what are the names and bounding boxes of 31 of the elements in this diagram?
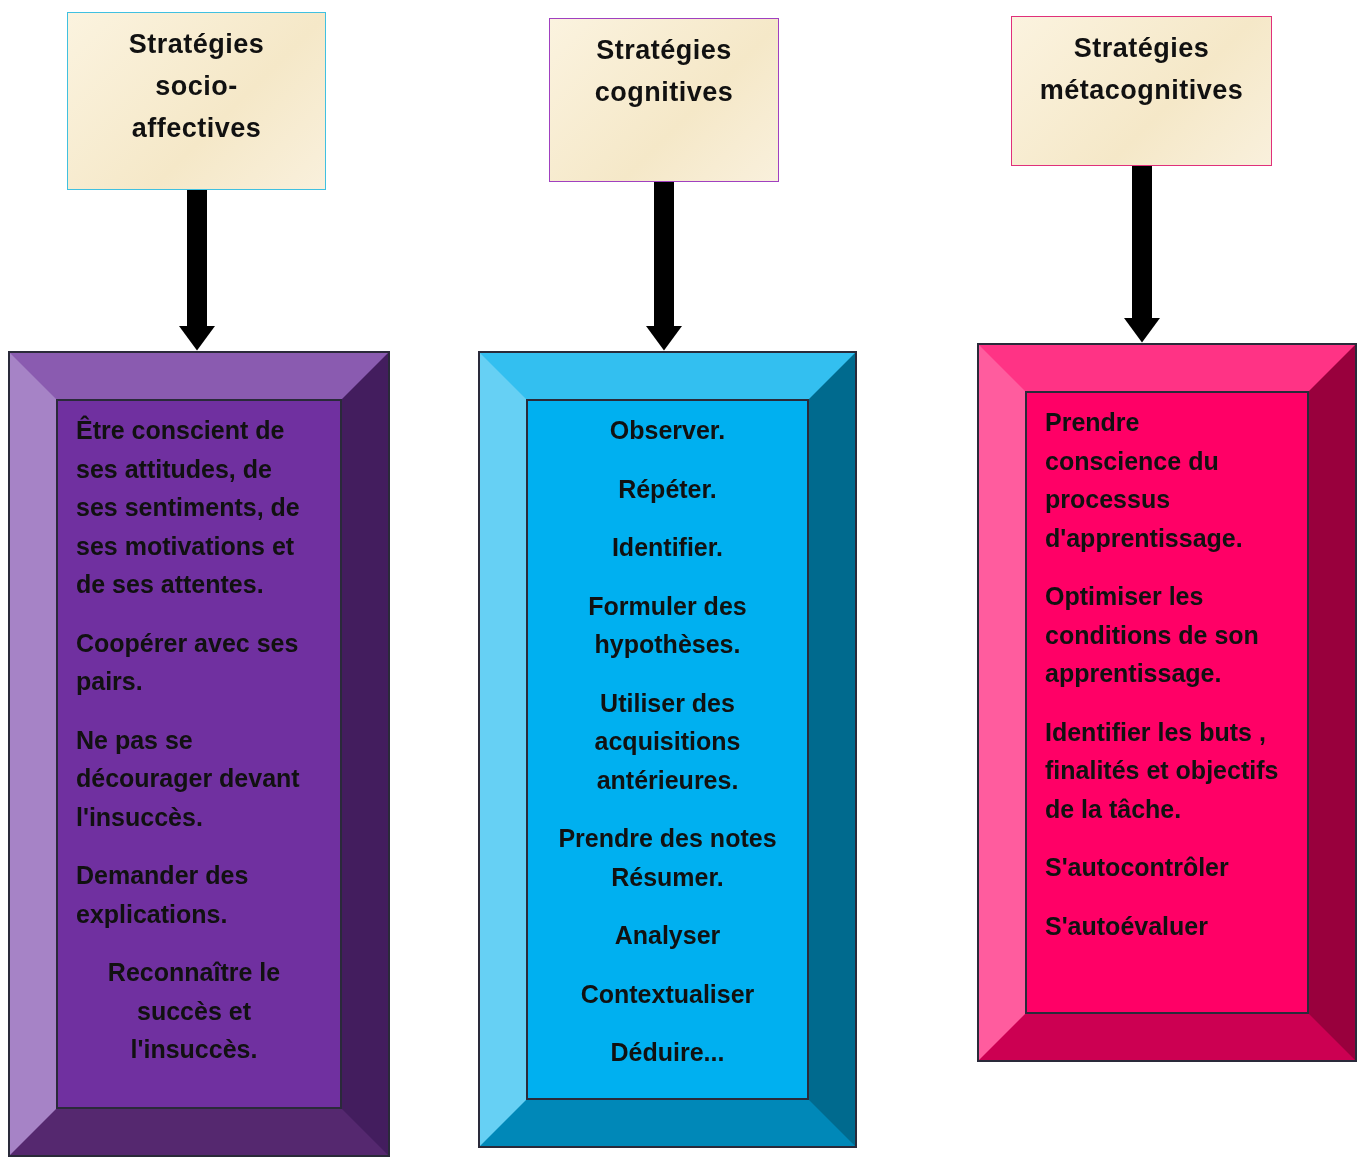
strategy-item: Identifier. xyxy=(610,532,725,563)
strategy-item: Répéter. xyxy=(617,473,718,505)
strategy-item: Prendre des notes Résumer. xyxy=(557,823,778,893)
strategy-item: Reconnaître le succès et l'insuccès. xyxy=(106,957,282,1065)
strategy-item: Utiliser des acquisitions antérieures. xyxy=(593,687,742,796)
title-card xyxy=(1011,16,1272,166)
block-arrow xyxy=(1124,166,1160,343)
strategy-item: Prendre conscience du processus d'apprentissage. xyxy=(1045,407,1244,554)
strategy-item: Déduire... xyxy=(609,1037,726,1068)
title-card xyxy=(67,12,326,190)
strategy-item: Coopérer avec ses pairs. xyxy=(76,627,300,697)
strategy-item: Ne pas se décourager devant l'insuccès. xyxy=(76,724,301,833)
strategy-item: Formuler des hypothèses. xyxy=(587,590,748,660)
bevel-panel xyxy=(480,353,855,1146)
strategy-item: Demander des explications. xyxy=(76,860,250,930)
strategy-item: Contextualiser xyxy=(579,978,756,1010)
title-card xyxy=(549,18,779,182)
block-arrow xyxy=(179,190,215,351)
strategy-item: S'autoévaluer xyxy=(1045,910,1209,942)
strategy-title: Stratégies métacognitives xyxy=(1038,32,1245,107)
strategy-title: Stratégies cognitives xyxy=(593,34,735,109)
strategy-item: S'autocontrôler xyxy=(1045,852,1230,883)
strategy-item: Optimiser les conditions de son apprentissage. xyxy=(1045,581,1260,689)
strategy-title: Stratégies socio-affectives xyxy=(127,28,266,145)
strategy-item: Observer. xyxy=(608,415,727,446)
strategy-item: Être conscient de ses attitudes, de ses sentiments, de ses motivations et de ses attentes. xyxy=(76,414,301,600)
block-arrow xyxy=(646,182,682,351)
strategy-item: Analyser xyxy=(613,920,722,951)
bevel-panel xyxy=(979,345,1355,1060)
strategy-item: Identifier les buts , finalités et objectifs de la tâche. xyxy=(1045,716,1279,825)
bevel-panel xyxy=(10,353,388,1155)
